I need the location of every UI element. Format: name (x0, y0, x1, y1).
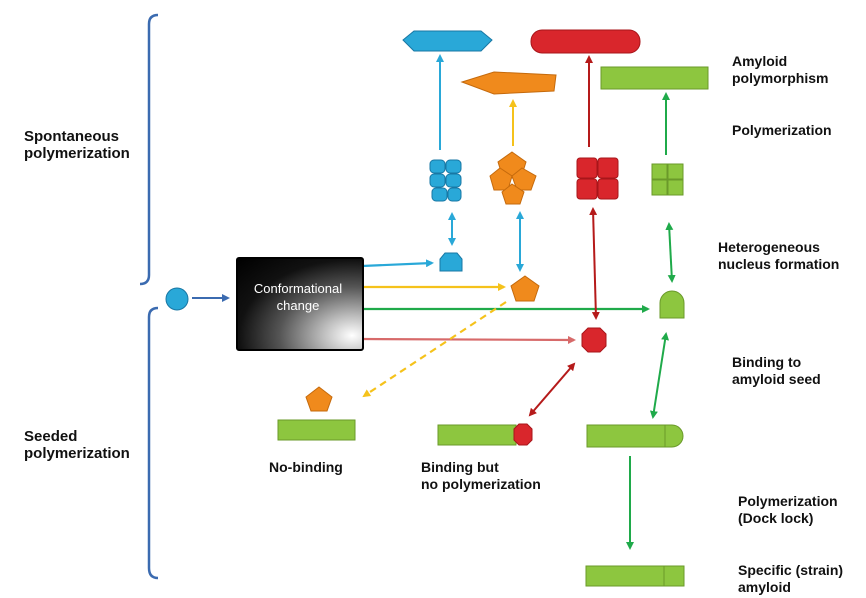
polymerization-label: Polymerization (732, 122, 832, 138)
amyloid-polymorphism-label: Amyloid polymorphism (732, 53, 829, 86)
green-dome-monomer (659, 290, 685, 319)
no-binding-label: No-binding (269, 459, 343, 475)
blue-oligomer-cluster (429, 159, 462, 202)
bound-red-cross (513, 423, 533, 446)
arrow-to-red-cross (361, 335, 576, 344)
bound-seed (437, 424, 517, 446)
binding-no-polymerization-label: Binding but no polymerization (421, 459, 541, 492)
green-nucleus-double-arrow (665, 222, 676, 283)
red-cross-double-arrow (589, 207, 600, 320)
seeded-bracket (147, 306, 159, 580)
blue-amyloid-fibril (402, 30, 493, 52)
monomer-circle (165, 287, 189, 311)
spontaneous-bracket (139, 13, 159, 286)
blue-nucleus-monomer (439, 252, 463, 272)
red-binding-double-arrow (528, 362, 576, 417)
conformational-change-box (236, 257, 364, 351)
red-cross-monomer (581, 327, 607, 353)
red-oligomer-cluster (576, 157, 619, 200)
orange-oligomer-cluster (489, 151, 537, 205)
orange-amyloid-fibril (460, 71, 557, 95)
specific-amyloid-fibril (585, 565, 685, 587)
green-amyloid-fibril (600, 66, 709, 90)
seeded-label: Seeded polymerization (24, 428, 130, 462)
spontaneous-label: Spontaneous polymerization (24, 128, 130, 162)
green-oligomer-cluster (651, 163, 684, 196)
red-amyloid-fibril (530, 29, 641, 54)
specific-amyloid-label: Specific (strain) amyloid (738, 562, 844, 595)
arrow-to-blue-nucleus (361, 259, 434, 268)
orange-pentagon-monomer (510, 275, 540, 302)
binding-to-seed-label: Binding to amyloid seed (732, 354, 821, 387)
arrow-dashed-no-binding (362, 301, 507, 398)
no-binding-pentagon (305, 386, 333, 412)
heterogeneous-nucleus-label: Heterogeneous nucleus formation (718, 239, 840, 272)
no-binding-seed (277, 419, 356, 441)
seed-with-dome (586, 424, 684, 448)
polymerization-docklock-label: Polymerization (Dock lock) (738, 493, 838, 526)
conformational-change-label: Conformational change (253, 281, 343, 313)
green-binding-double-arrow (649, 332, 670, 419)
